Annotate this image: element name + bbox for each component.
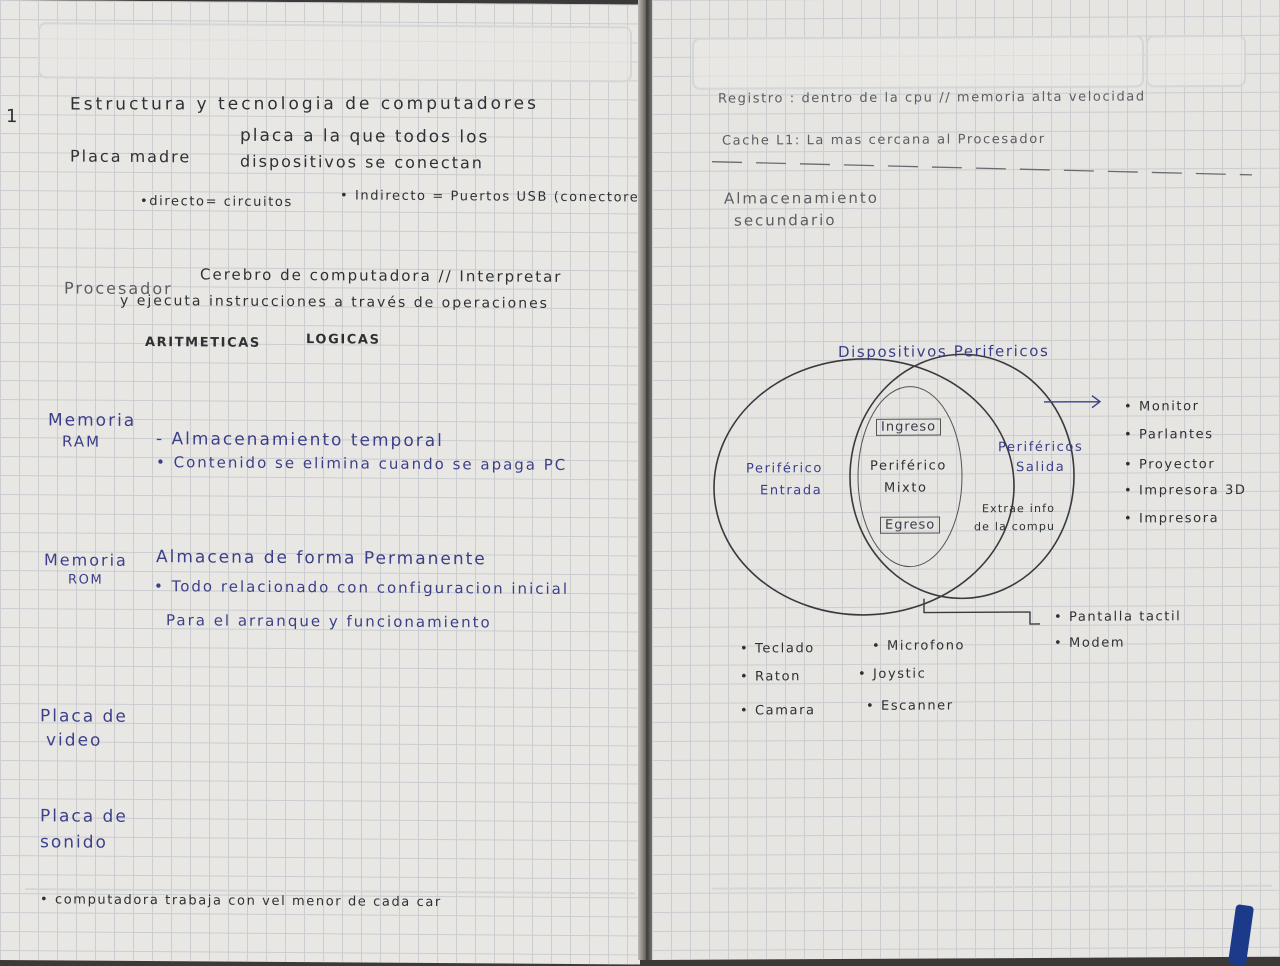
ram-point-1: - Almacenamiento temporal bbox=[156, 429, 444, 452]
periferico-mixto-2: Mixto bbox=[884, 480, 928, 496]
output-parlantes: • Parlantes bbox=[1124, 427, 1214, 443]
placa-sonido-heading-1: Placa de bbox=[40, 806, 128, 827]
ingreso-box: Ingreso bbox=[876, 418, 942, 436]
venn-intersection-outline bbox=[857, 386, 963, 568]
rom-point-3: Para el arranque y funcionamiento bbox=[166, 611, 492, 632]
egreso-box: Egreso bbox=[880, 516, 941, 534]
directo-note: •directo= circuitos bbox=[140, 193, 293, 211]
placa-madre-heading: Placa madre bbox=[70, 146, 192, 167]
rom-point-2: • Todo relacionado con configuracion ini… bbox=[154, 577, 570, 598]
left-notebook-page: 1 Estructura y tecnologia de computadore… bbox=[0, 0, 640, 965]
periferico-salida-1: Periféricos bbox=[998, 439, 1084, 456]
placa-sonido-heading-2: sonido bbox=[40, 832, 108, 853]
dispositivos-perifericos-title: Dispositivos Perifericos bbox=[838, 341, 1050, 362]
placa-video-heading-2: video bbox=[46, 730, 103, 751]
footer-note: • computadora trabaja con vel menor de c… bbox=[40, 892, 442, 911]
output-proyector: • Proyector bbox=[1124, 457, 1216, 473]
placa-madre-desc-2: dispositivos se conectan bbox=[240, 151, 484, 173]
ram-point-2: • Contenido se elimina cuando se apaga P… bbox=[156, 453, 568, 474]
venn-diagram bbox=[713, 353, 1102, 625]
input-teclado: • Teclado bbox=[740, 641, 815, 657]
procesador-desc-2: y ejecuta instrucciones a través de oper… bbox=[120, 292, 549, 312]
input-microfono: • Microfono bbox=[872, 638, 966, 654]
page-header-box bbox=[38, 22, 632, 83]
mixed-pantalla-tactil: • Pantalla tactil bbox=[1054, 609, 1182, 625]
placa-madre-desc-1: placa a la que todos los bbox=[240, 125, 490, 148]
page-title: Estructura y tecnologia de computadores bbox=[69, 93, 540, 115]
periferico-salida-2: Salida bbox=[1016, 459, 1066, 476]
extrae-info-2: de la compu bbox=[974, 519, 1056, 534]
rom-point-1: Almacena de forma Permanente bbox=[156, 547, 487, 570]
input-escanner: • Escanner bbox=[866, 698, 954, 714]
logicas-label: LOGICAS bbox=[306, 332, 381, 348]
venn-circle-output bbox=[849, 353, 1075, 600]
page-number: 1 bbox=[6, 106, 20, 128]
ram-label: RAM bbox=[62, 432, 102, 451]
right-notebook-page: Registro : dentro de la cpu // memoria a… bbox=[652, 0, 1280, 960]
venn-circle-input bbox=[713, 358, 1015, 616]
cache-dashed-line bbox=[711, 161, 1253, 176]
output-impresora: • Impresora bbox=[1124, 511, 1220, 527]
output-impresora-3d: • Impresora 3D bbox=[1124, 482, 1247, 499]
periferico-mixto-1: Periférico bbox=[870, 458, 947, 474]
input-camara: • Camara bbox=[740, 703, 816, 719]
memoria-rom-heading: Memoria bbox=[44, 550, 128, 570]
input-joystick: • Joystic bbox=[858, 666, 927, 682]
extrae-info-1: Extrae info bbox=[982, 501, 1056, 516]
placa-video-heading-1: Placa de bbox=[40, 706, 128, 727]
periferico-entrada-2: Entrada bbox=[760, 483, 823, 499]
indirecto-note: • Indirecto = Puertos USB (conectores) bbox=[340, 188, 640, 206]
periferico-entrada-1: Periférico bbox=[746, 461, 823, 477]
memoria-ram-heading: Memoria bbox=[48, 410, 137, 431]
output-arrow bbox=[1044, 395, 1102, 409]
touchscreen-arrow bbox=[923, 598, 1040, 625]
notebook-spine bbox=[638, 0, 654, 960]
rom-label: ROM bbox=[68, 572, 104, 588]
input-raton: • Raton bbox=[740, 669, 802, 685]
output-monitor: • Monitor bbox=[1124, 399, 1200, 415]
procesador-desc-1: Cerebro de computadora // Interpretar bbox=[200, 265, 563, 286]
mixed-modem: • Modem bbox=[1054, 635, 1126, 651]
aritmeticas-label: ARITMETICAS bbox=[145, 335, 261, 351]
